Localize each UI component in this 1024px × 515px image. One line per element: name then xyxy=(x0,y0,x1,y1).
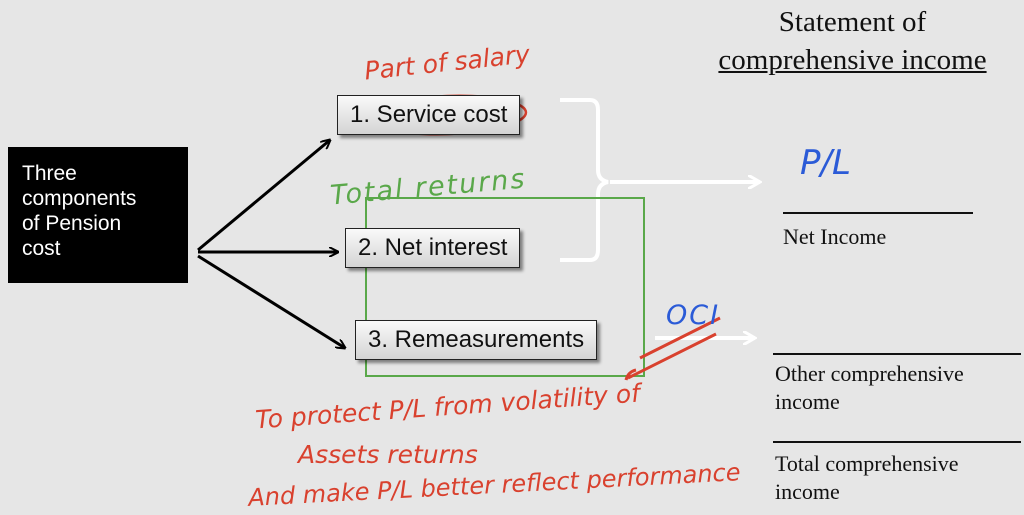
arrow-to-service-cost xyxy=(197,140,330,252)
pl-blank-line xyxy=(783,212,973,214)
protect-note-line2: Assets returns xyxy=(298,440,478,469)
green-total-returns-box xyxy=(365,197,645,377)
net-income-label: Net Income xyxy=(783,224,887,249)
oci-blank-line xyxy=(773,353,1021,355)
statement-subtitle: comprehensive income xyxy=(718,44,987,76)
pension-cost-box: Three components of Pension cost xyxy=(8,147,188,283)
oci-note: OCI xyxy=(666,300,721,331)
remeasurements-box: 3. Remeasurements xyxy=(355,320,598,360)
service-cost-box: 1. Service cost xyxy=(337,95,521,135)
pl-note: P/L xyxy=(800,143,851,183)
oci-label: Other comprehensive income xyxy=(775,361,964,414)
arrow-to-remeasurements xyxy=(197,254,345,348)
net-interest-box: 2. Net interest xyxy=(345,228,521,268)
red-scribble-mark xyxy=(624,316,721,381)
white-brace xyxy=(560,98,609,262)
statement-title: Statement of xyxy=(778,6,927,38)
total-line xyxy=(773,441,1021,443)
total-comprehensive-label: Total comprehensive income xyxy=(775,451,959,504)
